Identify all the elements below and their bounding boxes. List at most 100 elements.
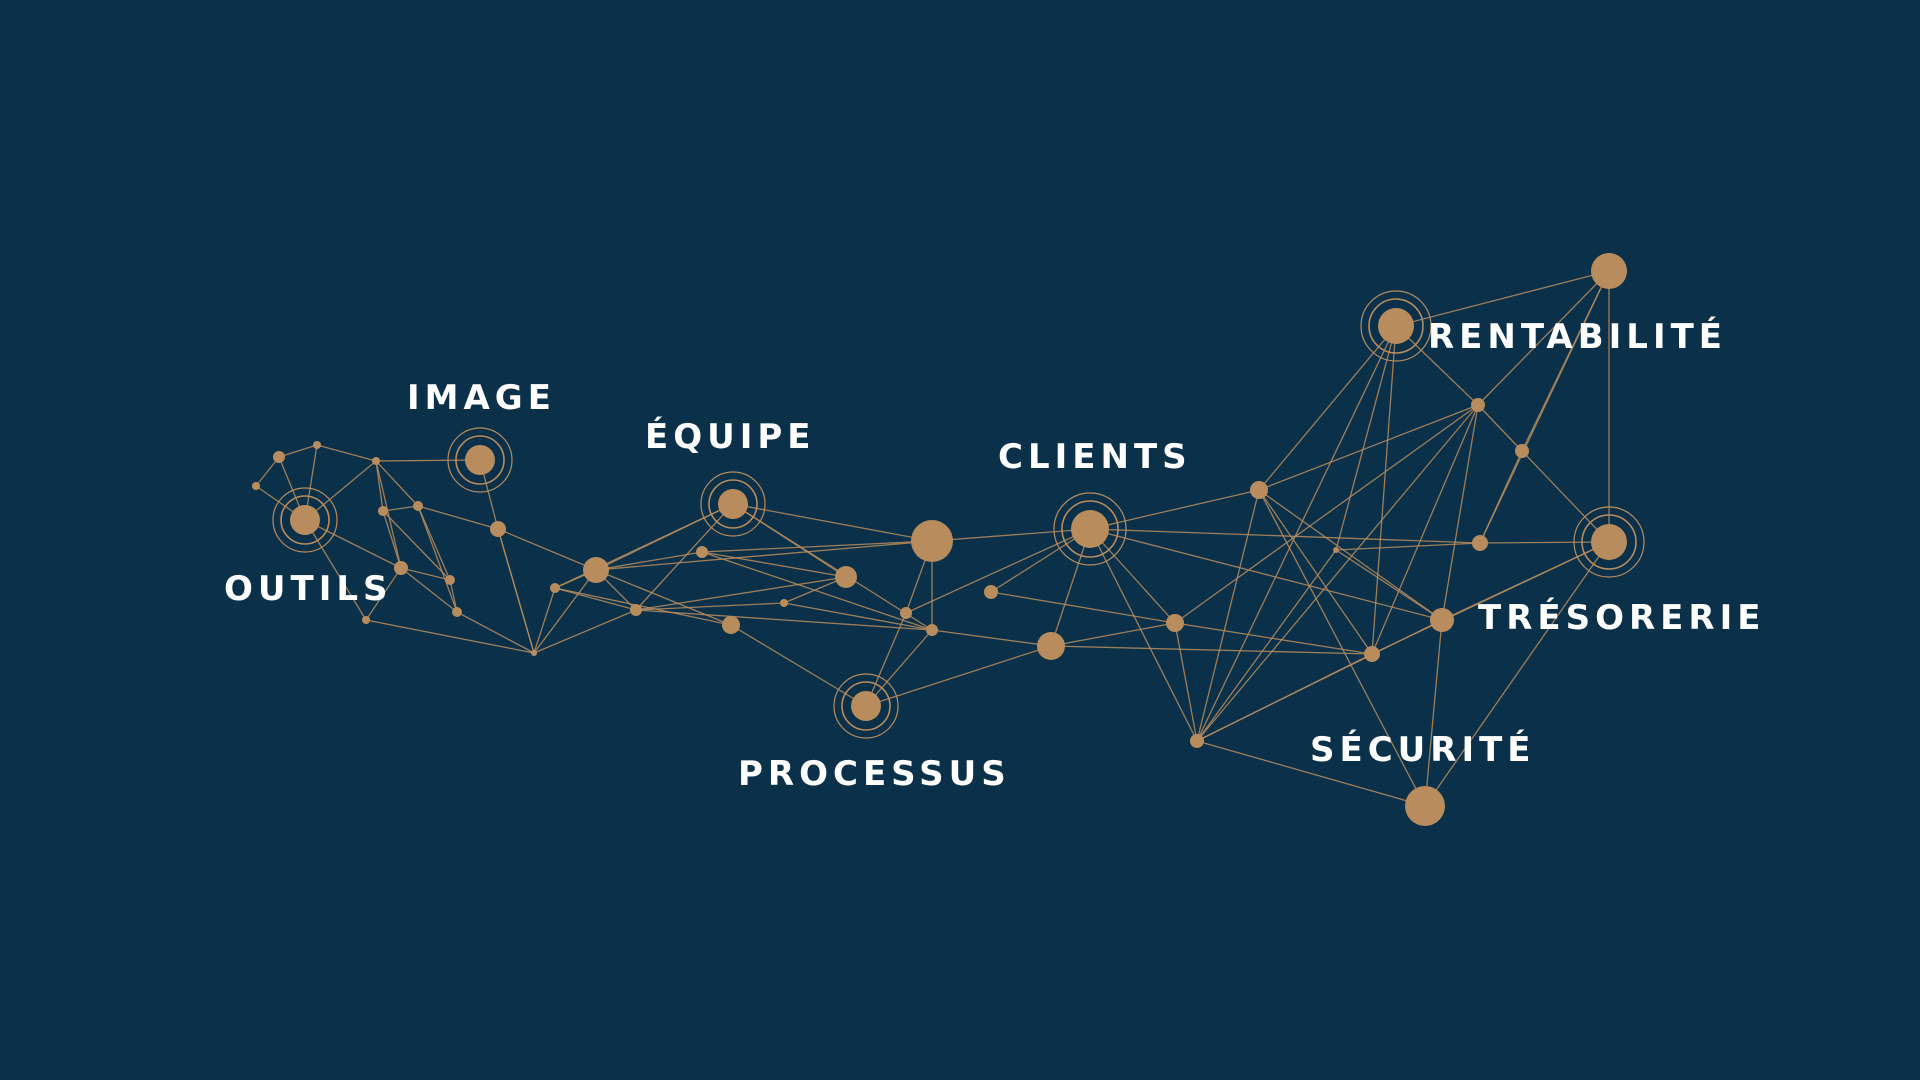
network-edge [1479, 541, 1610, 544]
network-edge [417, 505, 458, 613]
label-rentabilite: RENTABILITÉ [1428, 317, 1728, 357]
network-node-b1 [583, 557, 609, 583]
network-edge [1089, 528, 1198, 742]
network-edge [1521, 450, 1610, 543]
network-edge [375, 459, 481, 462]
label-equipe: ÉQUIPE [645, 417, 816, 457]
network-edge [730, 624, 867, 707]
network-edge [304, 519, 402, 569]
node-ring [280, 495, 330, 545]
network-node-a10 [362, 616, 370, 624]
network-edge [1196, 489, 1260, 742]
network-edge [1196, 653, 1373, 742]
network-edge [1477, 270, 1610, 406]
network-node-b4 [696, 546, 708, 558]
network-node-clients [1071, 510, 1109, 548]
network-edge [1335, 549, 1443, 621]
network-edge [1335, 542, 1481, 551]
network-edge [635, 576, 847, 611]
network-node-c4 [1190, 734, 1204, 748]
network-edge [1441, 404, 1479, 621]
network-node-b9 [926, 624, 938, 636]
node-ring [841, 681, 891, 731]
node-ring [1061, 500, 1119, 558]
network-edge [595, 540, 933, 571]
network-edge [1196, 325, 1397, 742]
network-edge [533, 609, 637, 654]
network-node-rentab [1378, 308, 1414, 344]
network-node-c8 [1472, 535, 1488, 551]
network-edge [865, 645, 1052, 707]
node-ring [1581, 514, 1637, 570]
network-edge [365, 567, 402, 621]
network-edge [1196, 404, 1479, 742]
network-edge [1371, 325, 1397, 655]
network-edge [1196, 740, 1426, 807]
network-node-a1 [273, 451, 285, 463]
network-node-image [465, 445, 495, 475]
network-edge [732, 503, 847, 578]
label-securite: SÉCURITÉ [1310, 730, 1536, 770]
network-edge [783, 602, 933, 631]
label-tresorerie: TRÉSORERIE [1478, 598, 1766, 638]
network-edge [1258, 489, 1373, 655]
network-edge [1335, 325, 1397, 551]
network-edge [382, 510, 402, 569]
network-edge [255, 456, 280, 487]
label-image: IMAGE [407, 378, 556, 418]
network-edge [1050, 528, 1091, 647]
node-ring [833, 673, 899, 739]
network-node-topR [1591, 253, 1627, 289]
network-edge [1258, 489, 1443, 621]
network-edge [1477, 404, 1523, 452]
network-edge [1174, 404, 1479, 624]
network-edge [865, 612, 907, 707]
node-ring [447, 427, 513, 493]
network-edge [375, 460, 419, 507]
network-node-c9 [1430, 608, 1454, 632]
network-edge [1089, 528, 1481, 544]
label-processus: PROCESSUS [738, 754, 1011, 794]
network-edge [554, 587, 637, 611]
network-node-a4 [372, 457, 380, 465]
network-nodes [252, 253, 1645, 826]
network-edge [1424, 541, 1610, 807]
node-ring [1053, 492, 1127, 566]
network-edge [1174, 622, 1198, 742]
network-edge [595, 551, 703, 571]
node-ring [455, 435, 505, 485]
network-node-proc [851, 691, 881, 721]
network-edge [783, 576, 847, 604]
network-edge [304, 519, 367, 621]
network-node-c7 [1515, 444, 1529, 458]
network-edge [1479, 270, 1610, 544]
network-node-a12 [531, 650, 537, 656]
network-node-b6 [780, 599, 788, 607]
network-edge [497, 528, 535, 654]
network-edge [400, 567, 451, 581]
network-edge [417, 505, 499, 530]
network-edge [497, 528, 597, 571]
network-edge [931, 528, 1091, 542]
network-edge [1050, 645, 1373, 655]
network-edge [449, 579, 458, 613]
network-node-outils [290, 505, 320, 535]
network-node-a7 [394, 561, 408, 575]
network-node-a2 [313, 441, 321, 449]
network-edge [1089, 528, 1176, 624]
network-edge [1258, 325, 1397, 491]
network-edge [1395, 325, 1479, 406]
network-edge [304, 460, 377, 521]
network-node-c5 [1250, 481, 1268, 499]
network-node-a11 [452, 607, 462, 617]
label-clients: CLIENTS [998, 437, 1192, 477]
node-ring [1368, 298, 1424, 354]
network-edge [701, 551, 933, 631]
network-node-secur [1405, 786, 1445, 826]
network-edge [375, 460, 402, 569]
network-edge [278, 444, 318, 458]
network-node-a3 [252, 482, 260, 490]
network-edge [1258, 489, 1426, 807]
node-ring [700, 471, 766, 537]
